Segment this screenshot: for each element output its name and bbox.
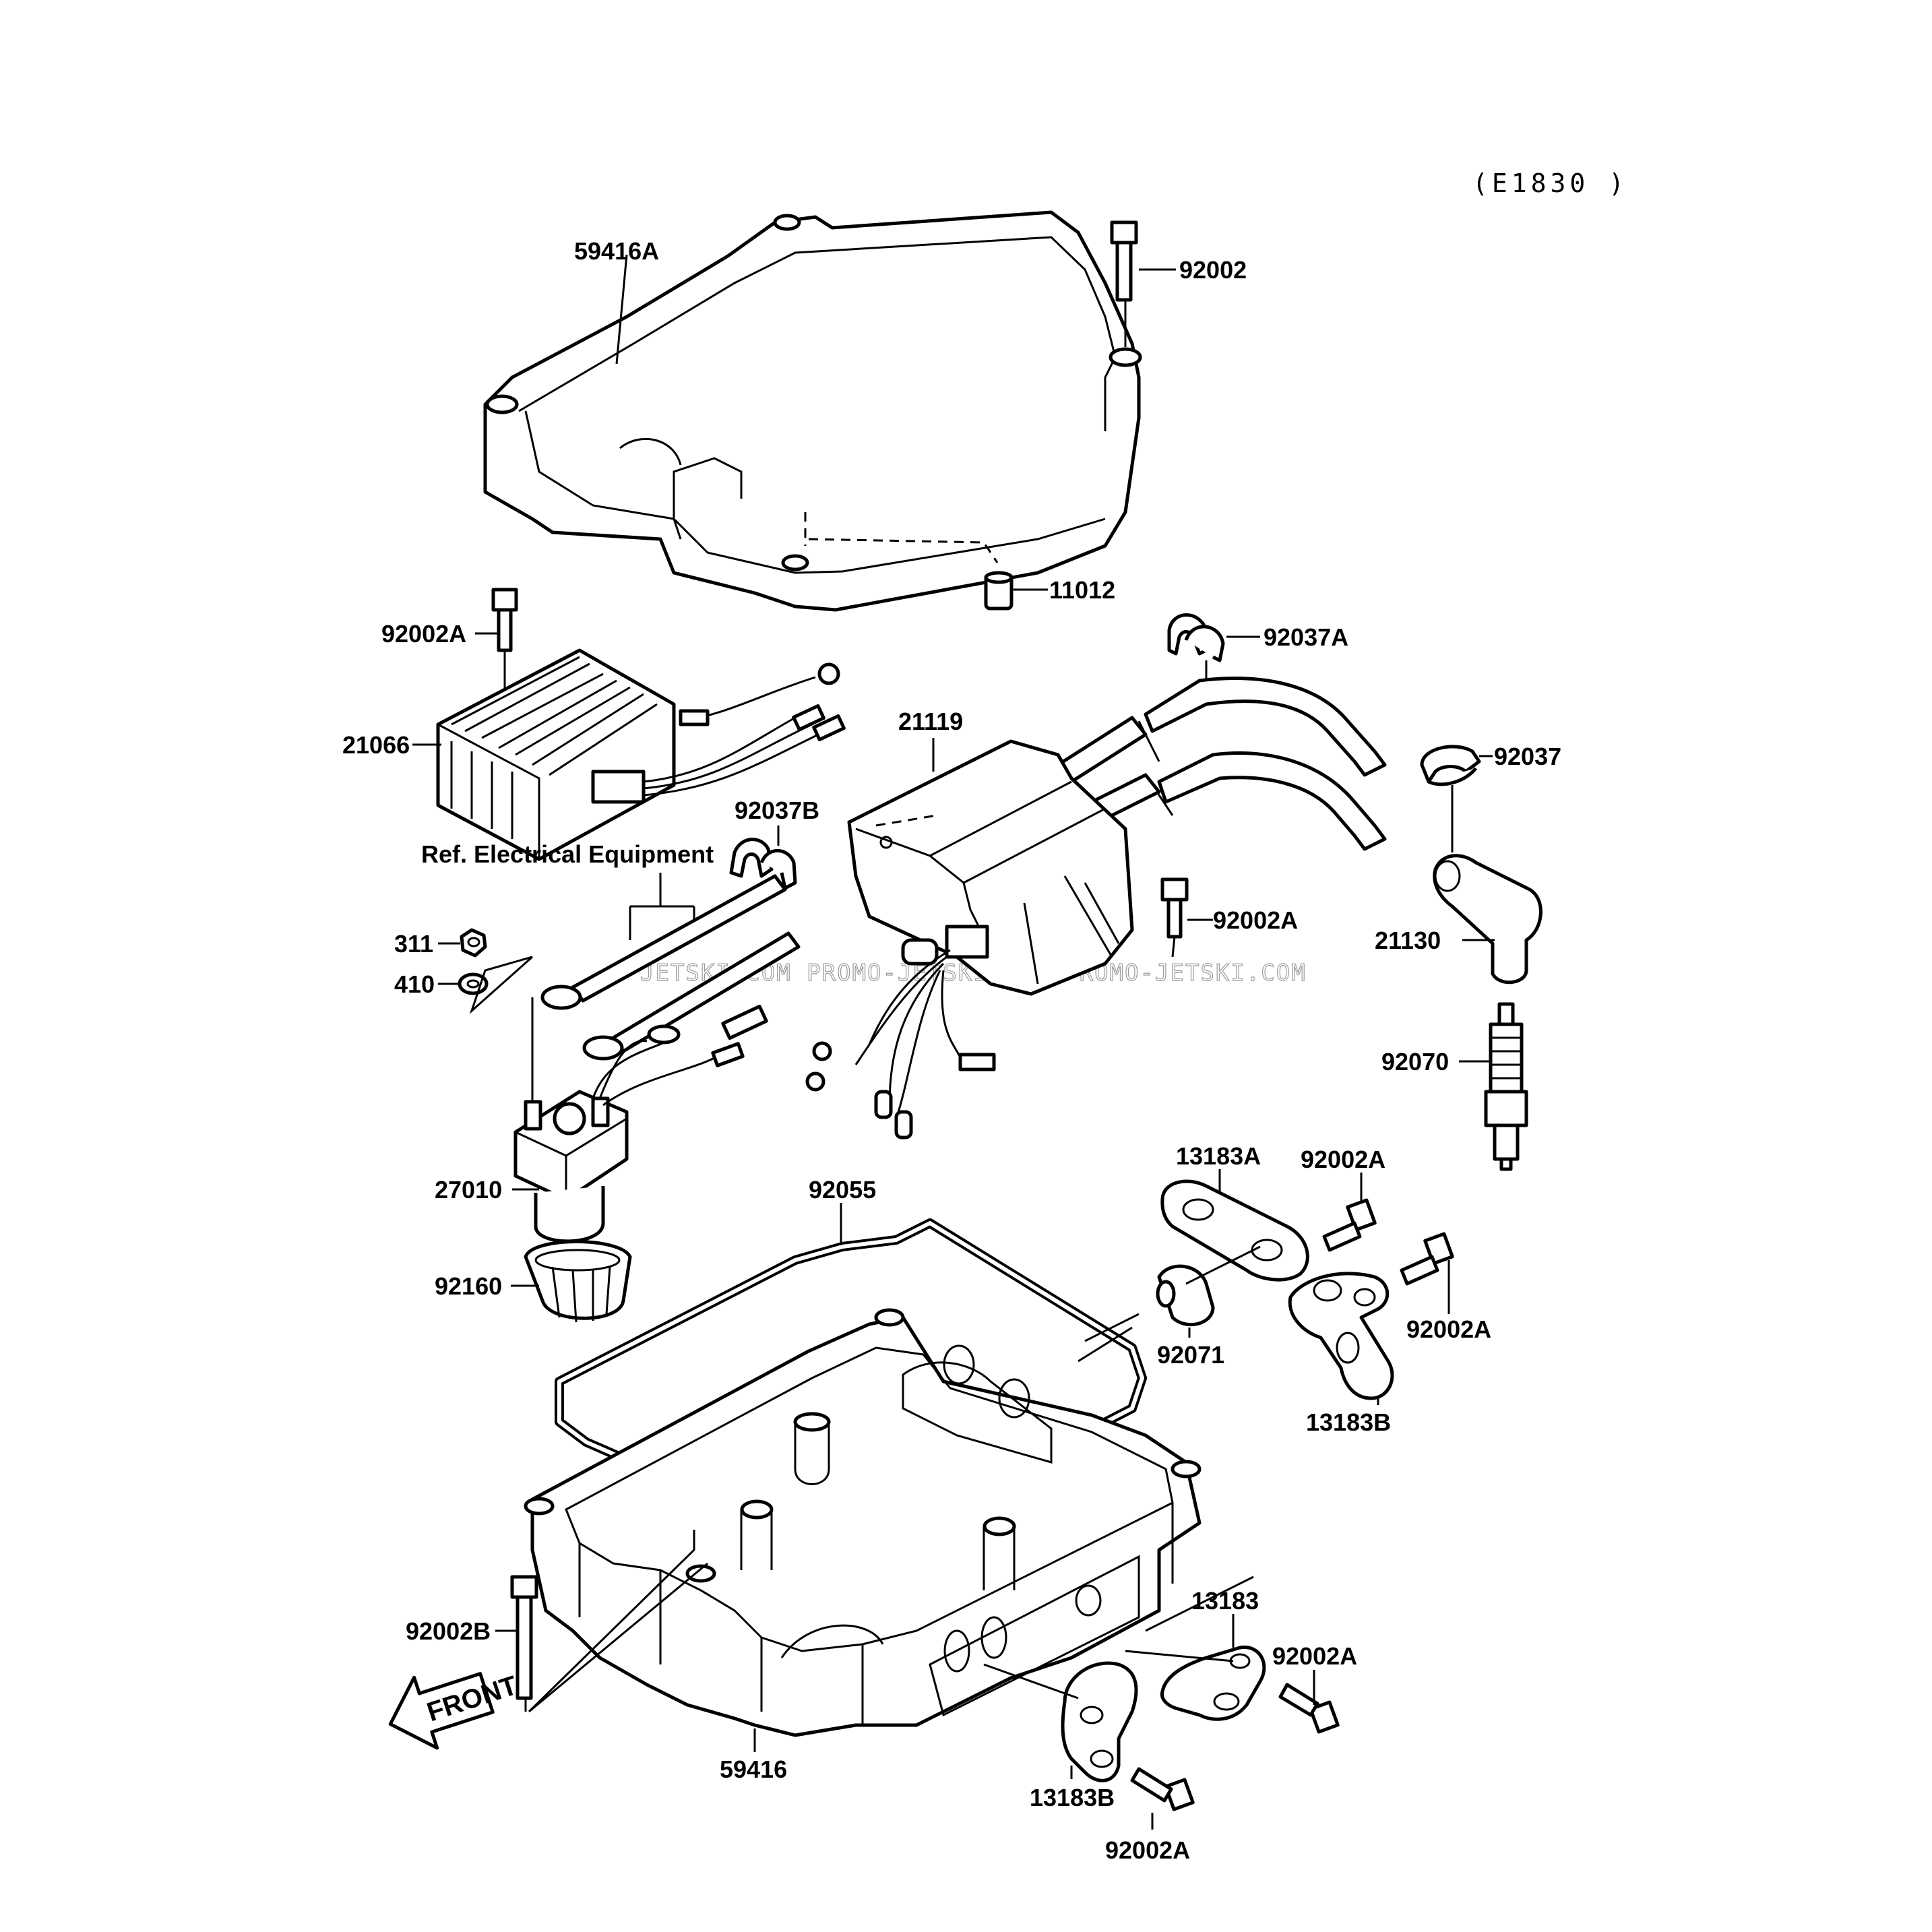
label-311: 311 xyxy=(394,930,433,958)
label-92037A: 92037A xyxy=(1264,623,1348,651)
label-13183B-bottom: 13183B xyxy=(1030,1784,1115,1811)
relay-cover-92160 xyxy=(524,1240,632,1323)
plate-13183B-top xyxy=(1288,1272,1394,1400)
label-92071: 92071 xyxy=(1157,1341,1224,1369)
coil-wire-harness xyxy=(805,938,996,1140)
electric-case-cover xyxy=(483,210,1142,612)
label-92002: 92002 xyxy=(1179,256,1247,284)
electric-case-59416 xyxy=(524,1308,1202,1737)
bolt-92002 xyxy=(1110,220,1138,302)
battery-cables xyxy=(540,873,801,1061)
ignition-coil-21119 xyxy=(847,739,1134,996)
label-59416A: 59416A xyxy=(574,237,659,265)
starter-relay-27010 xyxy=(513,997,768,1243)
bolt-92002A-bottom xyxy=(1130,1767,1195,1811)
label-21130: 21130 xyxy=(1375,927,1441,954)
collar-11012 xyxy=(984,571,1014,611)
reference-note: Ref. Electrical Equipment xyxy=(421,840,714,868)
label-59416: 59416 xyxy=(720,1755,787,1783)
label-92037: 92037 xyxy=(1494,743,1561,770)
label-410: 410 xyxy=(394,970,435,998)
front-arrow: FRONT xyxy=(388,1671,521,1750)
label-92070: 92070 xyxy=(1381,1048,1449,1076)
label-92002A-13183: 92002A xyxy=(1272,1642,1357,1670)
regulator-21066 xyxy=(436,648,846,861)
label-92002A-13183B-top: 92002A xyxy=(1406,1315,1491,1343)
bolt-92002A-regulator xyxy=(491,588,518,652)
label-92055: 92055 xyxy=(809,1176,876,1204)
label-21066: 21066 xyxy=(342,731,410,759)
plate-13183 xyxy=(1160,1646,1266,1721)
clamp-92037 xyxy=(1420,745,1481,786)
nut-311 xyxy=(460,928,487,958)
label-21119: 21119 xyxy=(898,708,963,735)
label-13183A: 13183A xyxy=(1176,1142,1261,1170)
plate-13183B-bottom xyxy=(1061,1661,1138,1782)
plate-13183A xyxy=(1160,1179,1309,1282)
label-92002A-coil: 92002A xyxy=(1213,906,1298,934)
bolt-92002A-coil xyxy=(1160,877,1189,939)
label-92002B: 92002B xyxy=(406,1617,491,1645)
label-92160: 92160 xyxy=(435,1272,502,1300)
label-92002A-13183A: 92002A xyxy=(1301,1146,1385,1173)
diagram-code: (E1830 ) xyxy=(1472,168,1628,198)
grommet-92071 xyxy=(1156,1264,1215,1327)
label-27010: 27010 xyxy=(435,1176,502,1204)
label-92037B: 92037B xyxy=(735,797,819,824)
bolt-92002A-13183B-top xyxy=(1400,1232,1454,1286)
label-92002A-bottom: 92002A xyxy=(1105,1836,1190,1864)
label-11012: 11012 xyxy=(1049,576,1115,604)
label-13183B-top: 13183B xyxy=(1306,1408,1391,1436)
spark-plug-92070 xyxy=(1484,1002,1528,1171)
plug-cap-21130 xyxy=(1433,854,1543,985)
label-92002A-regulator: 92002A xyxy=(381,620,466,648)
clamp-92037A xyxy=(1167,613,1225,662)
clamp-92037B xyxy=(729,838,797,890)
bolt-92002A-13183 xyxy=(1278,1683,1340,1734)
bolt-92002B xyxy=(510,1575,538,1700)
bolt-92002A-13183A xyxy=(1322,1198,1377,1252)
